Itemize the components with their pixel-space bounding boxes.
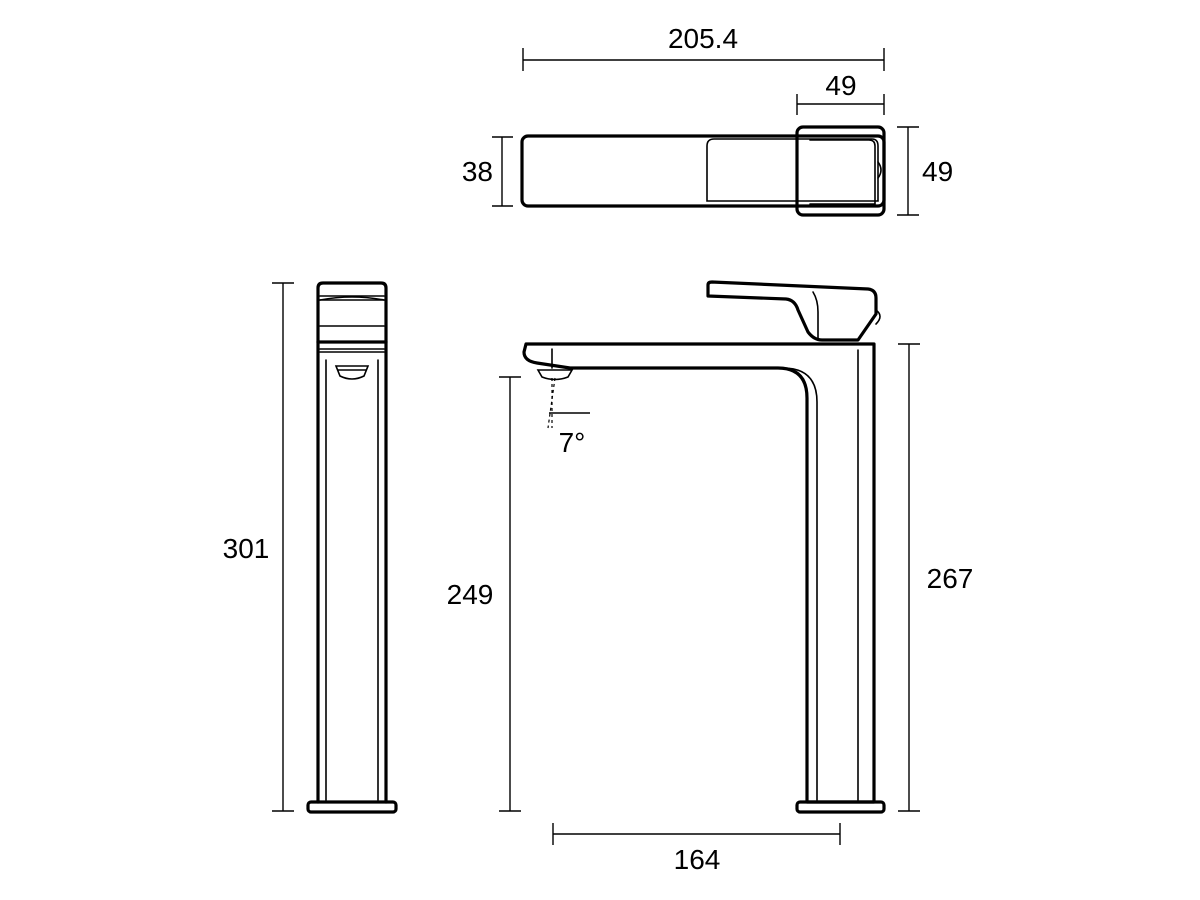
dim-body-height-front: 267 bbox=[898, 343, 974, 812]
dim-spout-height-label: 249 bbox=[447, 579, 494, 610]
top-view-body-outline bbox=[520, 134, 886, 208]
spout-angle-label: 7° bbox=[559, 427, 586, 458]
side-view-base bbox=[306, 800, 398, 814]
dim-reach-label: 164 bbox=[674, 844, 721, 875]
top-view-handle-block bbox=[795, 125, 886, 217]
dim-body-height: 38 bbox=[462, 136, 513, 207]
dim-handle-length: 49 bbox=[796, 70, 885, 115]
dim-handle-height: 49 bbox=[897, 126, 953, 216]
front-view-aerator bbox=[536, 369, 574, 381]
top-view-handle-inner bbox=[706, 138, 879, 202]
dim-handle-length-label: 49 bbox=[825, 70, 856, 101]
dim-overall-height: 301 bbox=[223, 282, 294, 812]
dim-handle-height-label: 49 bbox=[922, 156, 953, 187]
top-view-handle-detail bbox=[809, 139, 876, 205]
top-view-handle-tip bbox=[877, 161, 882, 179]
top-view: 205.4 49 38 49 bbox=[462, 23, 953, 217]
dim-spout-height: 249 bbox=[447, 376, 521, 812]
side-view: 301 bbox=[223, 281, 398, 814]
side-view-aerator bbox=[334, 365, 370, 380]
front-view-lever bbox=[706, 280, 878, 342]
side-view-handle bbox=[316, 281, 388, 344]
dim-body-height-front-label: 267 bbox=[927, 563, 974, 594]
front-view-base bbox=[795, 800, 886, 814]
dim-overall-length: 205.4 bbox=[522, 23, 885, 71]
dim-overall-length-label: 205.4 bbox=[668, 23, 738, 54]
front-view: 7° 249 267 164 bbox=[447, 280, 974, 875]
spout-angle-indicator: 7° bbox=[547, 377, 590, 458]
dim-reach: 164 bbox=[552, 823, 841, 875]
dim-body-height-label: 38 bbox=[462, 156, 493, 187]
dim-overall-height-label: 301 bbox=[223, 533, 270, 564]
